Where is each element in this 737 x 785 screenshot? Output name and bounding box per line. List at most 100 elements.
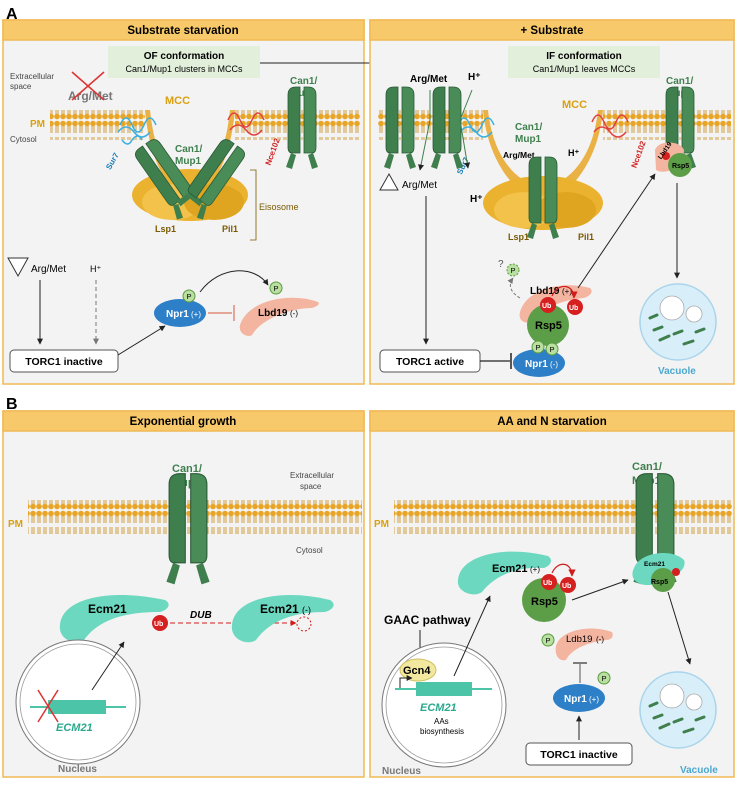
extracellular-label-b: Extracellular bbox=[290, 471, 334, 480]
space-label: space bbox=[10, 82, 32, 91]
torc1-active-label: TORC1 active bbox=[396, 356, 464, 368]
gcn4-label: Gcn4 bbox=[403, 665, 431, 677]
aas-label: AAs bbox=[434, 717, 449, 726]
h-plus-top-label: H⁺ bbox=[468, 72, 481, 83]
biosynthesis-label: biosynthesis bbox=[420, 727, 464, 736]
can1-label-right-2: Can1/ bbox=[666, 76, 693, 87]
ldb19-arrestin bbox=[555, 628, 613, 661]
panel-a-left-title: Substrate starvation bbox=[127, 25, 238, 37]
svg-text:P: P bbox=[546, 636, 551, 645]
can1-label-right: Can1/ bbox=[515, 122, 542, 133]
h-plus-label: H⁺ bbox=[90, 264, 101, 274]
svg-text:P: P bbox=[511, 266, 516, 275]
ldb19-label: Ldb19 bbox=[566, 634, 592, 645]
vacuole-b bbox=[638, 670, 718, 750]
lsp1-label: Lsp1 bbox=[155, 224, 176, 234]
npr1-state-right: (-) bbox=[550, 360, 558, 369]
vacuole-a bbox=[638, 282, 718, 362]
torc1-inactive-label: TORC1 inactive bbox=[25, 356, 103, 368]
npr1-label-b: Npr1 bbox=[564, 694, 587, 705]
npr1-label: Npr1 bbox=[166, 309, 189, 320]
svg-text:P: P bbox=[536, 343, 541, 352]
panel-b-letter: B bbox=[6, 396, 18, 413]
npr1-kinase bbox=[154, 299, 206, 327]
svg-text:Ub: Ub bbox=[562, 583, 571, 590]
h-plus-low-label: H⁺ bbox=[470, 194, 483, 205]
can1-label-b-right: Can1/ bbox=[632, 461, 662, 473]
argmet-high-label: Arg/Met bbox=[402, 180, 437, 191]
mup1-label-right-2: Mup1 bbox=[666, 88, 693, 99]
panel-a-letter: A bbox=[6, 6, 18, 23]
ub-2 bbox=[567, 299, 583, 315]
pil1-label: Pil1 bbox=[222, 224, 238, 234]
pm-label: PM bbox=[30, 119, 45, 130]
of-conformation-box bbox=[108, 46, 260, 78]
question-mark: ? bbox=[498, 259, 504, 270]
svg-text:Ub: Ub bbox=[542, 303, 551, 310]
torc1-inactive-box-b bbox=[525, 742, 633, 766]
decrease-triangle bbox=[7, 257, 29, 278]
rsp5-ligase-b bbox=[522, 578, 566, 622]
if-conformation-box bbox=[508, 46, 660, 78]
extracellular-label: Extracellular bbox=[10, 72, 54, 81]
panel-b-right-title: AA and N starvation bbox=[497, 416, 606, 428]
npr1-state: (+) bbox=[191, 310, 201, 319]
panel-b-left-title: Exponential growth bbox=[130, 416, 237, 428]
rsp5-small-label: Rsp5 bbox=[672, 163, 689, 170]
rsp5-label: Rsp5 bbox=[535, 320, 562, 332]
panel-b-right: AA and N starvation Can1/ Mup1 PM Ecm21 … bbox=[369, 410, 735, 778]
ecm21-plus-arrestin bbox=[457, 551, 551, 595]
pm-label-b: PM bbox=[8, 519, 23, 530]
torc1-inactive-label-b: TORC1 inactive bbox=[540, 749, 618, 761]
svg-text:Ub: Ub bbox=[569, 305, 578, 312]
pm-label-b-right: PM bbox=[374, 519, 389, 530]
mup1-label-2: Mup1 bbox=[290, 88, 317, 99]
cytosol-label-b: Cytosol bbox=[296, 546, 323, 555]
argmet-crossed-label: Arg/Met bbox=[68, 89, 113, 103]
ecm21-plus-label: Ecm21 bbox=[492, 563, 527, 575]
lbd19-plus-label: Lbd19 bbox=[530, 286, 560, 297]
h-plus-mid-label: H⁺ bbox=[568, 148, 579, 158]
dub-label: DUB bbox=[190, 610, 212, 621]
mcc-label-right: MCC bbox=[562, 99, 587, 111]
nucleus-label-b: Nucleus bbox=[382, 766, 421, 777]
can1-label: Can1/ bbox=[175, 144, 202, 155]
ecm21-arrestin bbox=[59, 594, 169, 643]
ecm21-plus-state: (+) bbox=[530, 565, 540, 574]
plasma-membrane-b-right bbox=[394, 500, 732, 534]
can1-label-2: Can1/ bbox=[290, 76, 317, 87]
svg-text:P: P bbox=[274, 284, 279, 293]
ecm21-small-label: Ecm21 bbox=[644, 561, 665, 568]
svg-text:Ub: Ub bbox=[154, 621, 163, 628]
cytosol-label: Cytosol bbox=[10, 135, 37, 144]
panel-a-right: + Substrate IF conformation Can1/Mup1 le… bbox=[369, 19, 735, 385]
mup1-label-right: Mup1 bbox=[515, 134, 542, 145]
ecm21-minus-state: (-) bbox=[302, 605, 311, 615]
ecm21-gene-label-b: ECM21 bbox=[420, 702, 457, 714]
phospho-p bbox=[182, 289, 196, 303]
of-conformation-subtitle: Can1/Mup1 clusters in MCCs bbox=[125, 64, 243, 74]
ecm21-minus-arrestin bbox=[231, 594, 334, 643]
rsp5-ligase bbox=[527, 304, 569, 346]
svg-text:Ub: Ub bbox=[543, 580, 552, 587]
pil1-label-right: Pil1 bbox=[578, 232, 594, 242]
increase-triangle bbox=[379, 172, 399, 191]
ecm21-label: Ecm21 bbox=[88, 602, 127, 616]
space-label-b: space bbox=[300, 482, 322, 491]
vacuole-label-b: Vacuole bbox=[680, 765, 718, 776]
nucleus-label: Nucleus bbox=[58, 764, 97, 775]
argmet-low-label: Arg/Met bbox=[31, 264, 66, 275]
of-conformation-title: OF conformation bbox=[144, 51, 225, 62]
sur7-protein bbox=[117, 117, 157, 145]
mup1-label: Mup1 bbox=[175, 156, 202, 167]
lbd19-arrestin bbox=[239, 297, 319, 336]
panel-b-left: Exponential growth Can1/ Mup1 Extracellu… bbox=[2, 410, 365, 778]
nce102-protein bbox=[227, 112, 265, 136]
panel-a-left: Substrate starvation OF conformation Can… bbox=[2, 19, 365, 385]
torc1-inactive-box bbox=[9, 349, 119, 373]
ecm21-minus-label: Ecm21 bbox=[260, 602, 299, 616]
eisosome-label: Eisosome bbox=[259, 202, 299, 212]
can1-label-b: Can1/ bbox=[172, 463, 202, 475]
ecm21-gene-b bbox=[416, 682, 472, 696]
